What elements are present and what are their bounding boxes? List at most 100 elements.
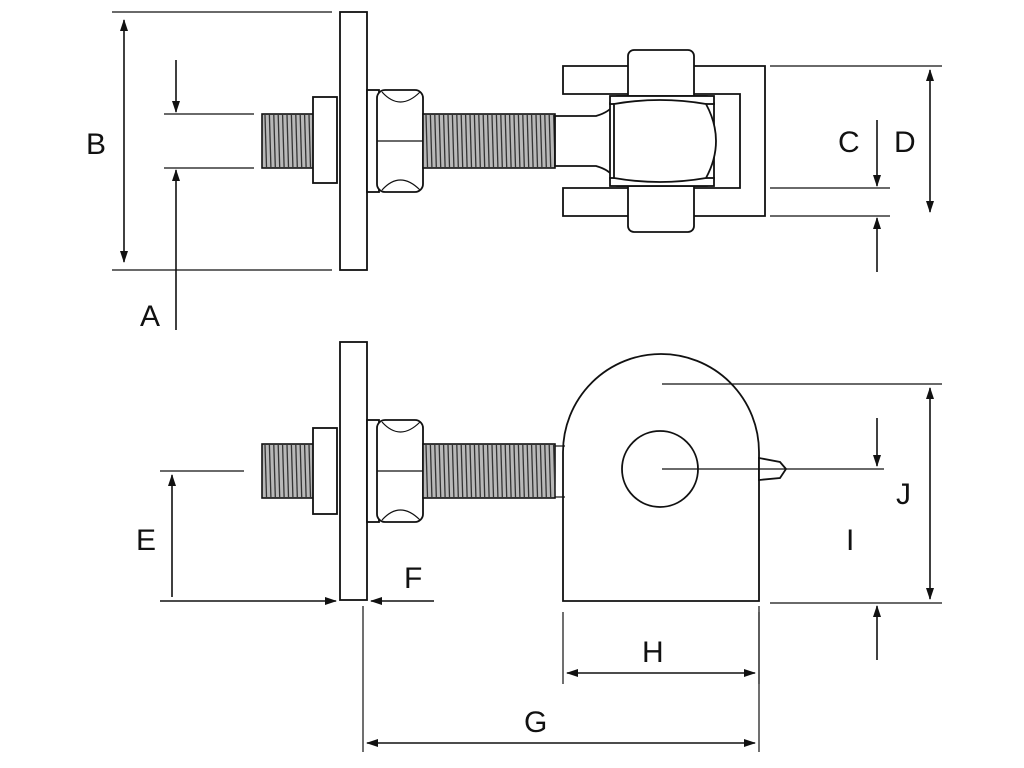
label-f: F xyxy=(404,562,422,595)
label-j: J xyxy=(896,478,911,511)
thread-crest xyxy=(517,444,521,498)
thread-crest xyxy=(535,444,539,498)
thread-crest xyxy=(429,114,433,168)
thread-crest xyxy=(442,444,446,498)
label-i: I xyxy=(846,524,854,557)
thread-crest xyxy=(308,444,312,498)
thread-crest xyxy=(508,444,512,498)
thread-crest xyxy=(500,114,503,168)
thread-crest xyxy=(522,444,525,498)
label-c: C xyxy=(838,126,860,159)
thread-crest xyxy=(290,444,294,498)
thread-crest xyxy=(548,444,552,498)
thread-crest xyxy=(442,114,446,168)
label-g: G xyxy=(524,706,547,739)
label-h: H xyxy=(642,636,664,669)
dimension-a: A xyxy=(140,60,254,333)
thread-crest xyxy=(530,444,534,498)
thread-crest xyxy=(504,114,508,168)
thread-crest xyxy=(451,444,455,498)
thread-crest xyxy=(552,444,556,498)
thread-crest xyxy=(464,114,468,168)
thread-crest xyxy=(299,444,303,498)
top-view: B A C D xyxy=(86,11,942,333)
label-e: E xyxy=(136,524,156,557)
thread-crest xyxy=(548,114,552,168)
top-mounting-plate xyxy=(339,11,368,271)
thread-crest xyxy=(438,444,442,498)
thread-crest xyxy=(486,114,490,168)
thread-crest xyxy=(539,444,543,498)
thread-crest xyxy=(429,444,433,498)
thread-crest xyxy=(268,114,272,168)
thread-crest xyxy=(544,114,547,168)
thread-crest xyxy=(526,444,530,498)
label-a: A xyxy=(140,300,160,333)
dimension-h: H xyxy=(562,612,760,684)
dimension-c: C xyxy=(770,120,890,272)
thread-crest xyxy=(500,444,503,498)
top-thread-left xyxy=(261,113,317,169)
top-hinge-pin xyxy=(609,49,717,233)
top-u-bracket xyxy=(562,65,766,217)
thread-crest xyxy=(456,114,459,168)
thread-crest xyxy=(464,444,468,498)
thread-crest xyxy=(434,114,437,168)
thread-crest xyxy=(438,114,442,168)
thread-crest xyxy=(535,114,539,168)
thread-crest xyxy=(277,444,281,498)
thread-crest xyxy=(473,114,477,168)
thread-crest xyxy=(478,114,481,168)
thread-crest xyxy=(473,444,477,498)
dimension-f: F xyxy=(370,562,434,605)
top-hex-nut xyxy=(376,89,424,193)
thread-crest xyxy=(460,444,464,498)
thread-crest xyxy=(299,114,303,168)
side-thread-right xyxy=(422,443,556,499)
thread-crest xyxy=(491,114,495,168)
dimension-i: I xyxy=(770,418,942,660)
side-view: E F G H I xyxy=(136,341,942,752)
thread-crest xyxy=(286,444,290,498)
thread-crest xyxy=(308,114,312,168)
thread-crest xyxy=(530,114,534,168)
thread-crest xyxy=(456,444,459,498)
thread-crest xyxy=(425,444,429,498)
dimension-g: G xyxy=(362,606,760,752)
thread-crest xyxy=(281,114,285,168)
thread-crest xyxy=(277,114,281,168)
dimension-b: B xyxy=(86,11,332,271)
thread-crest xyxy=(495,444,499,498)
thread-crest xyxy=(451,114,455,168)
thread-crest xyxy=(295,444,298,498)
thread-crest xyxy=(295,114,298,168)
thread-crest xyxy=(281,444,285,498)
thread-crest xyxy=(425,114,429,168)
side-hex-nut xyxy=(376,419,424,523)
thread-crest xyxy=(526,114,530,168)
side-mounting-plate xyxy=(339,341,368,601)
side-thread-left xyxy=(261,443,317,499)
thread-crest xyxy=(460,114,464,168)
thread-crest xyxy=(286,114,290,168)
label-b: B xyxy=(86,128,106,161)
thread-crest xyxy=(522,114,525,168)
thread-crest xyxy=(482,114,486,168)
thread-crest xyxy=(482,444,486,498)
thread-crest xyxy=(539,114,543,168)
thread-crest xyxy=(273,444,276,498)
thread-crest xyxy=(303,114,307,168)
thread-crest xyxy=(290,114,294,168)
thread-crest xyxy=(447,114,451,168)
thread-crest xyxy=(264,114,268,168)
top-washer xyxy=(312,96,338,184)
dimension-e: E xyxy=(136,470,337,605)
thread-crest xyxy=(508,114,512,168)
thread-crest xyxy=(486,444,490,498)
thread-crest xyxy=(478,444,481,498)
thread-crest xyxy=(504,444,508,498)
thread-crest xyxy=(303,444,307,498)
dimension-d: D xyxy=(770,65,942,213)
thread-crest xyxy=(434,444,437,498)
